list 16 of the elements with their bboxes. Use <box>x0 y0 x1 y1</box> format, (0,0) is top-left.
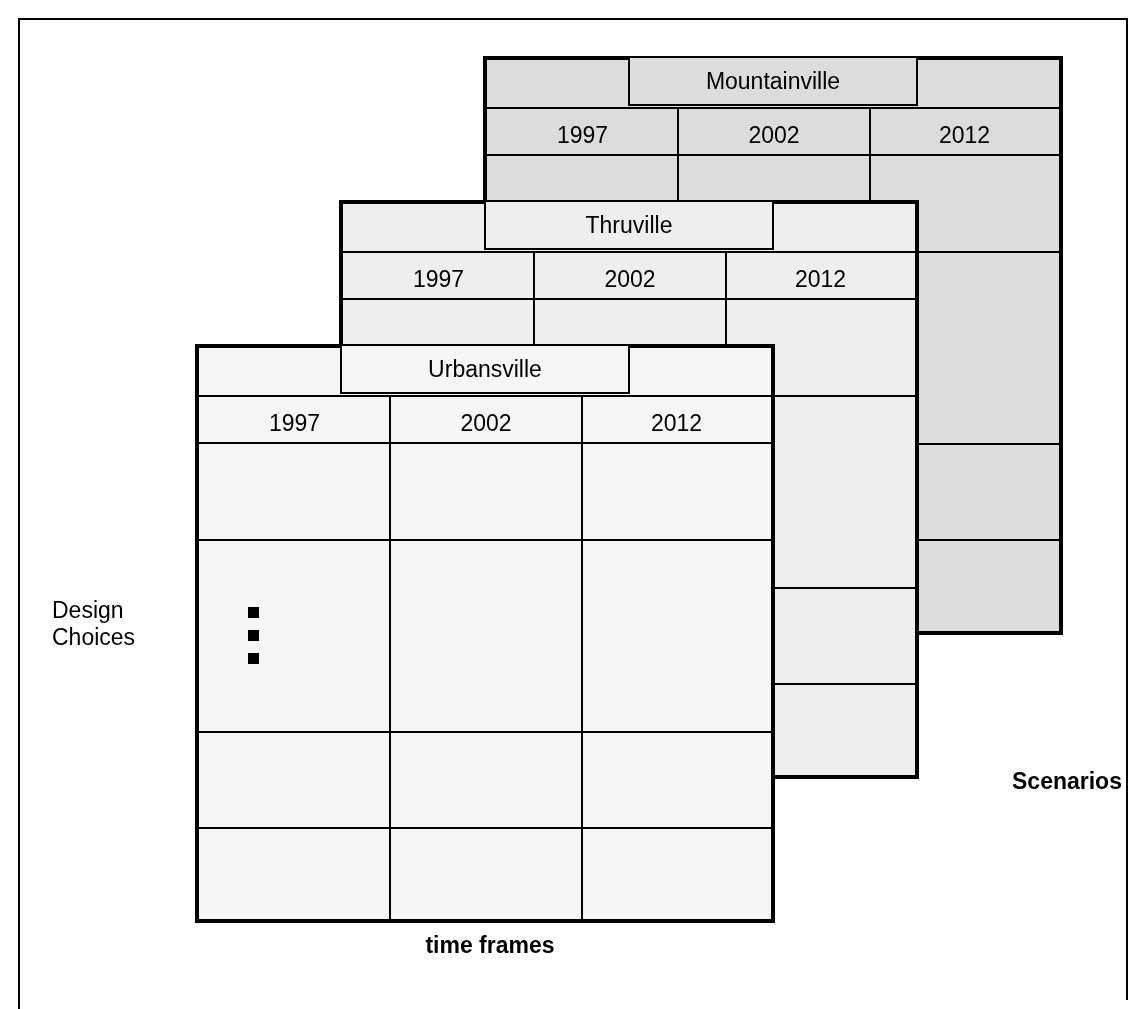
column-heading: 2012 <box>937 122 992 149</box>
axis-label: Scenarios <box>1012 768 1122 795</box>
column-heading: 1997 <box>411 266 466 293</box>
column-heading: 2002 <box>603 266 657 293</box>
column-heading: 1997 <box>267 410 322 437</box>
sheet-title-tab: Urbansville <box>340 344 630 394</box>
axis-label: Design Choices <box>52 597 137 651</box>
sheet-title-tab: Thruville <box>484 200 774 250</box>
column-heading: 2012 <box>649 410 704 437</box>
column-heading: 1997 <box>555 122 610 149</box>
column-heading: 2012 <box>793 266 848 293</box>
column-heading: 2002 <box>459 410 513 437</box>
column-heading: 2002 <box>747 122 801 149</box>
axis-label: time frames <box>424 932 556 959</box>
sheet-title-tab: Mountainville <box>628 56 918 106</box>
scenario-sheet <box>195 344 775 923</box>
